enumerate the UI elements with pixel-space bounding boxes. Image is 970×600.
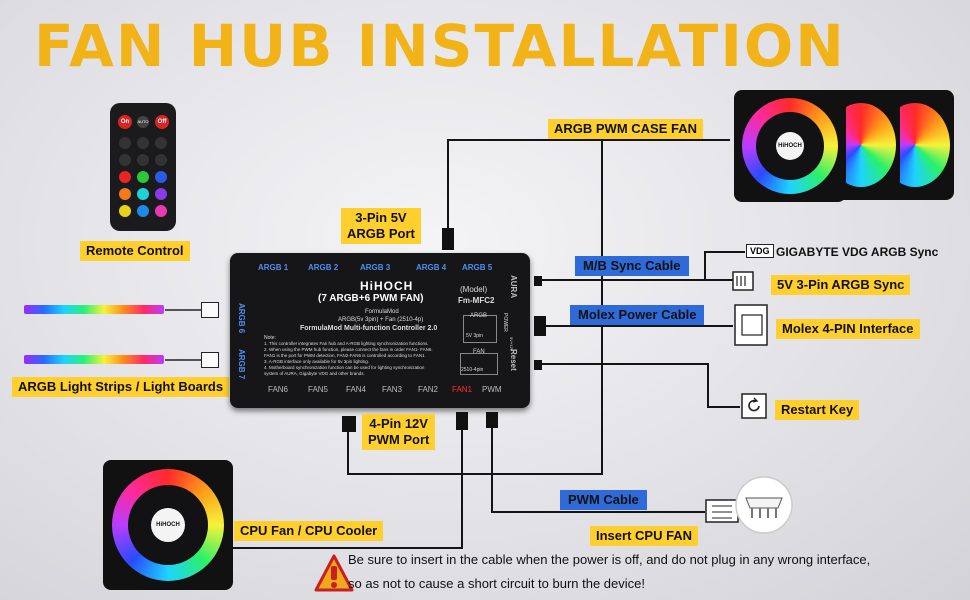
- restart-key-label: Restart Key: [775, 400, 860, 420]
- mb-sync-cable-top: [540, 251, 745, 281]
- remote-control: On AUTO Off: [110, 103, 176, 231]
- pwm-port-connector: [342, 416, 356, 432]
- hub-argb-box-label: ARGB: [470, 313, 488, 319]
- hub-note-6: system of AURA, Gigabyte VDG and other b…: [264, 371, 365, 376]
- hub-model-no: Fm-MFC2: [458, 296, 495, 305]
- argb-port-label-line2: ARGB Port: [347, 226, 415, 241]
- restart-cable: [540, 363, 740, 408]
- hub-fan4: FAN4: [346, 385, 367, 394]
- molex-interface-label: Molex 4-PIN Interface: [776, 319, 920, 339]
- hub-reset: Reset: [509, 349, 518, 371]
- hub-brand: HiHOCH: [360, 279, 414, 293]
- hub-fan6: FAN6: [268, 385, 289, 394]
- mb-sync-label: M/B Sync Cable: [575, 256, 689, 276]
- hub-fan1: FAN1: [452, 385, 473, 394]
- restart-key-icon: [741, 393, 767, 419]
- hub-pwm: PWM: [482, 385, 502, 394]
- hub-argb-box: [463, 315, 497, 343]
- case-fan-cable: [447, 139, 730, 242]
- vdg-plug-icon: VDG: [746, 244, 774, 258]
- hub-controller: FormulaMod Multi-function Controller 2.0: [300, 325, 438, 332]
- pwm-cable: [491, 426, 705, 513]
- argb-port-label-line1: 3-Pin 5V: [355, 210, 407, 225]
- hub-aura: AURA: [509, 275, 518, 299]
- remote-off-label: Off: [157, 119, 167, 125]
- hub-note-4: 3. A-RGB interface only available for 5v…: [264, 359, 370, 364]
- molex-cable-label: Molex Power Cable: [570, 305, 705, 325]
- hub-model: (Model): [460, 285, 488, 294]
- strip-plug-icon-1: [201, 302, 219, 318]
- argb-case-fan-label: ARGB PWM CASE FAN: [548, 119, 703, 139]
- hub-argb3: ARGB 3: [360, 263, 391, 272]
- hub-ports-desc: ARGB(5v 3pin) + Fan (2510-4p): [338, 317, 424, 323]
- argb-light-strip-1: [24, 305, 164, 314]
- hub-power-v: 5V+12V: [509, 337, 514, 352]
- remote-on-label: On: [120, 119, 130, 125]
- hub-fan-box: [460, 353, 498, 375]
- warning-line-2: so as not to cause a short circuit to bu…: [348, 576, 645, 591]
- argb-strips-label: ARGB Light Strips / Light Boards: [12, 377, 230, 397]
- hub-argb7: ARGB 7: [237, 349, 246, 380]
- hub-fan-box-sub: 2510-4pin: [461, 367, 484, 373]
- argb-sync-plug-icon: [732, 271, 754, 291]
- argb-sync-label: 5V 3-Pin ARGB Sync: [771, 275, 911, 295]
- hub-note-5: 4. Motherboard synchronization function …: [264, 365, 425, 370]
- remote-control-label: Remote Control: [80, 241, 190, 261]
- molex-connector: [534, 316, 546, 336]
- pwm-port-label-line2: PWM Port: [368, 432, 430, 447]
- argb-port-connector: [442, 228, 454, 250]
- strip-plug-icon-2: [201, 352, 219, 368]
- cpu-fan-brand: HiHOCH: [151, 508, 185, 542]
- hub-argb2: ARGB 2: [308, 263, 339, 272]
- hub-argb5: ARGB 5: [462, 263, 493, 272]
- hub-spec: (7 ARGB+6 PWM FAN): [318, 293, 424, 304]
- gigabyte-vdg-label: GIGABYTE VDG ARGB Sync: [776, 245, 939, 259]
- case-fan-brand: HiHOCH: [776, 132, 804, 160]
- hub-note-1: 1. This controller integrates Fan hub an…: [264, 341, 429, 346]
- argb-light-strip-2: [24, 355, 164, 364]
- fan-hub-controller: ARGB 1 ARGB 2 ARGB 3 ARGB 4 ARGB 5 ARGB …: [230, 253, 530, 408]
- argb-port-label: 3-Pin 5V ARGB Port: [341, 208, 421, 244]
- hub-note-3: FAN1 is the port for PWM detection, FAN2…: [264, 353, 425, 358]
- hub-argb-box-sub: 5V 3pin: [466, 333, 483, 339]
- cpu-fan-label: CPU Fan / CPU Cooler: [234, 521, 384, 541]
- hub-fan5: FAN5: [308, 385, 329, 394]
- remote-auto-label: AUTO: [137, 119, 149, 124]
- hub-argb6: ARGB 6: [237, 303, 246, 334]
- hub-fan-box-label: FAN: [473, 349, 485, 355]
- hub-note-2: 2. When using the PWM hub function, plea…: [264, 347, 433, 352]
- hub-power: POWER: [502, 313, 508, 332]
- hub-argb1: ARGB 1: [258, 263, 289, 272]
- hub-note-title: Note:: [264, 335, 276, 341]
- pwm-port-label: 4-Pin 12V PWM Port: [362, 414, 436, 450]
- hub-argb4: ARGB 4: [416, 263, 447, 272]
- cpu-fan-cable: [230, 428, 463, 549]
- pwm-cable-label: PWM Cable: [560, 490, 647, 510]
- page-title: FAN HUB INSTALLATION: [34, 12, 846, 80]
- hub-fan2: FAN2: [418, 385, 439, 394]
- hub-fan3: FAN3: [382, 385, 403, 394]
- cpu-fan-plug-icon: [705, 499, 739, 523]
- hub-formula: FormulaMod: [365, 309, 399, 315]
- warning-line-1: Be sure to insert in the cable when the …: [348, 552, 871, 567]
- pwm-port-label-line1: 4-Pin 12V: [369, 416, 428, 431]
- insert-cpu-fan-label: Insert CPU FAN: [590, 526, 699, 546]
